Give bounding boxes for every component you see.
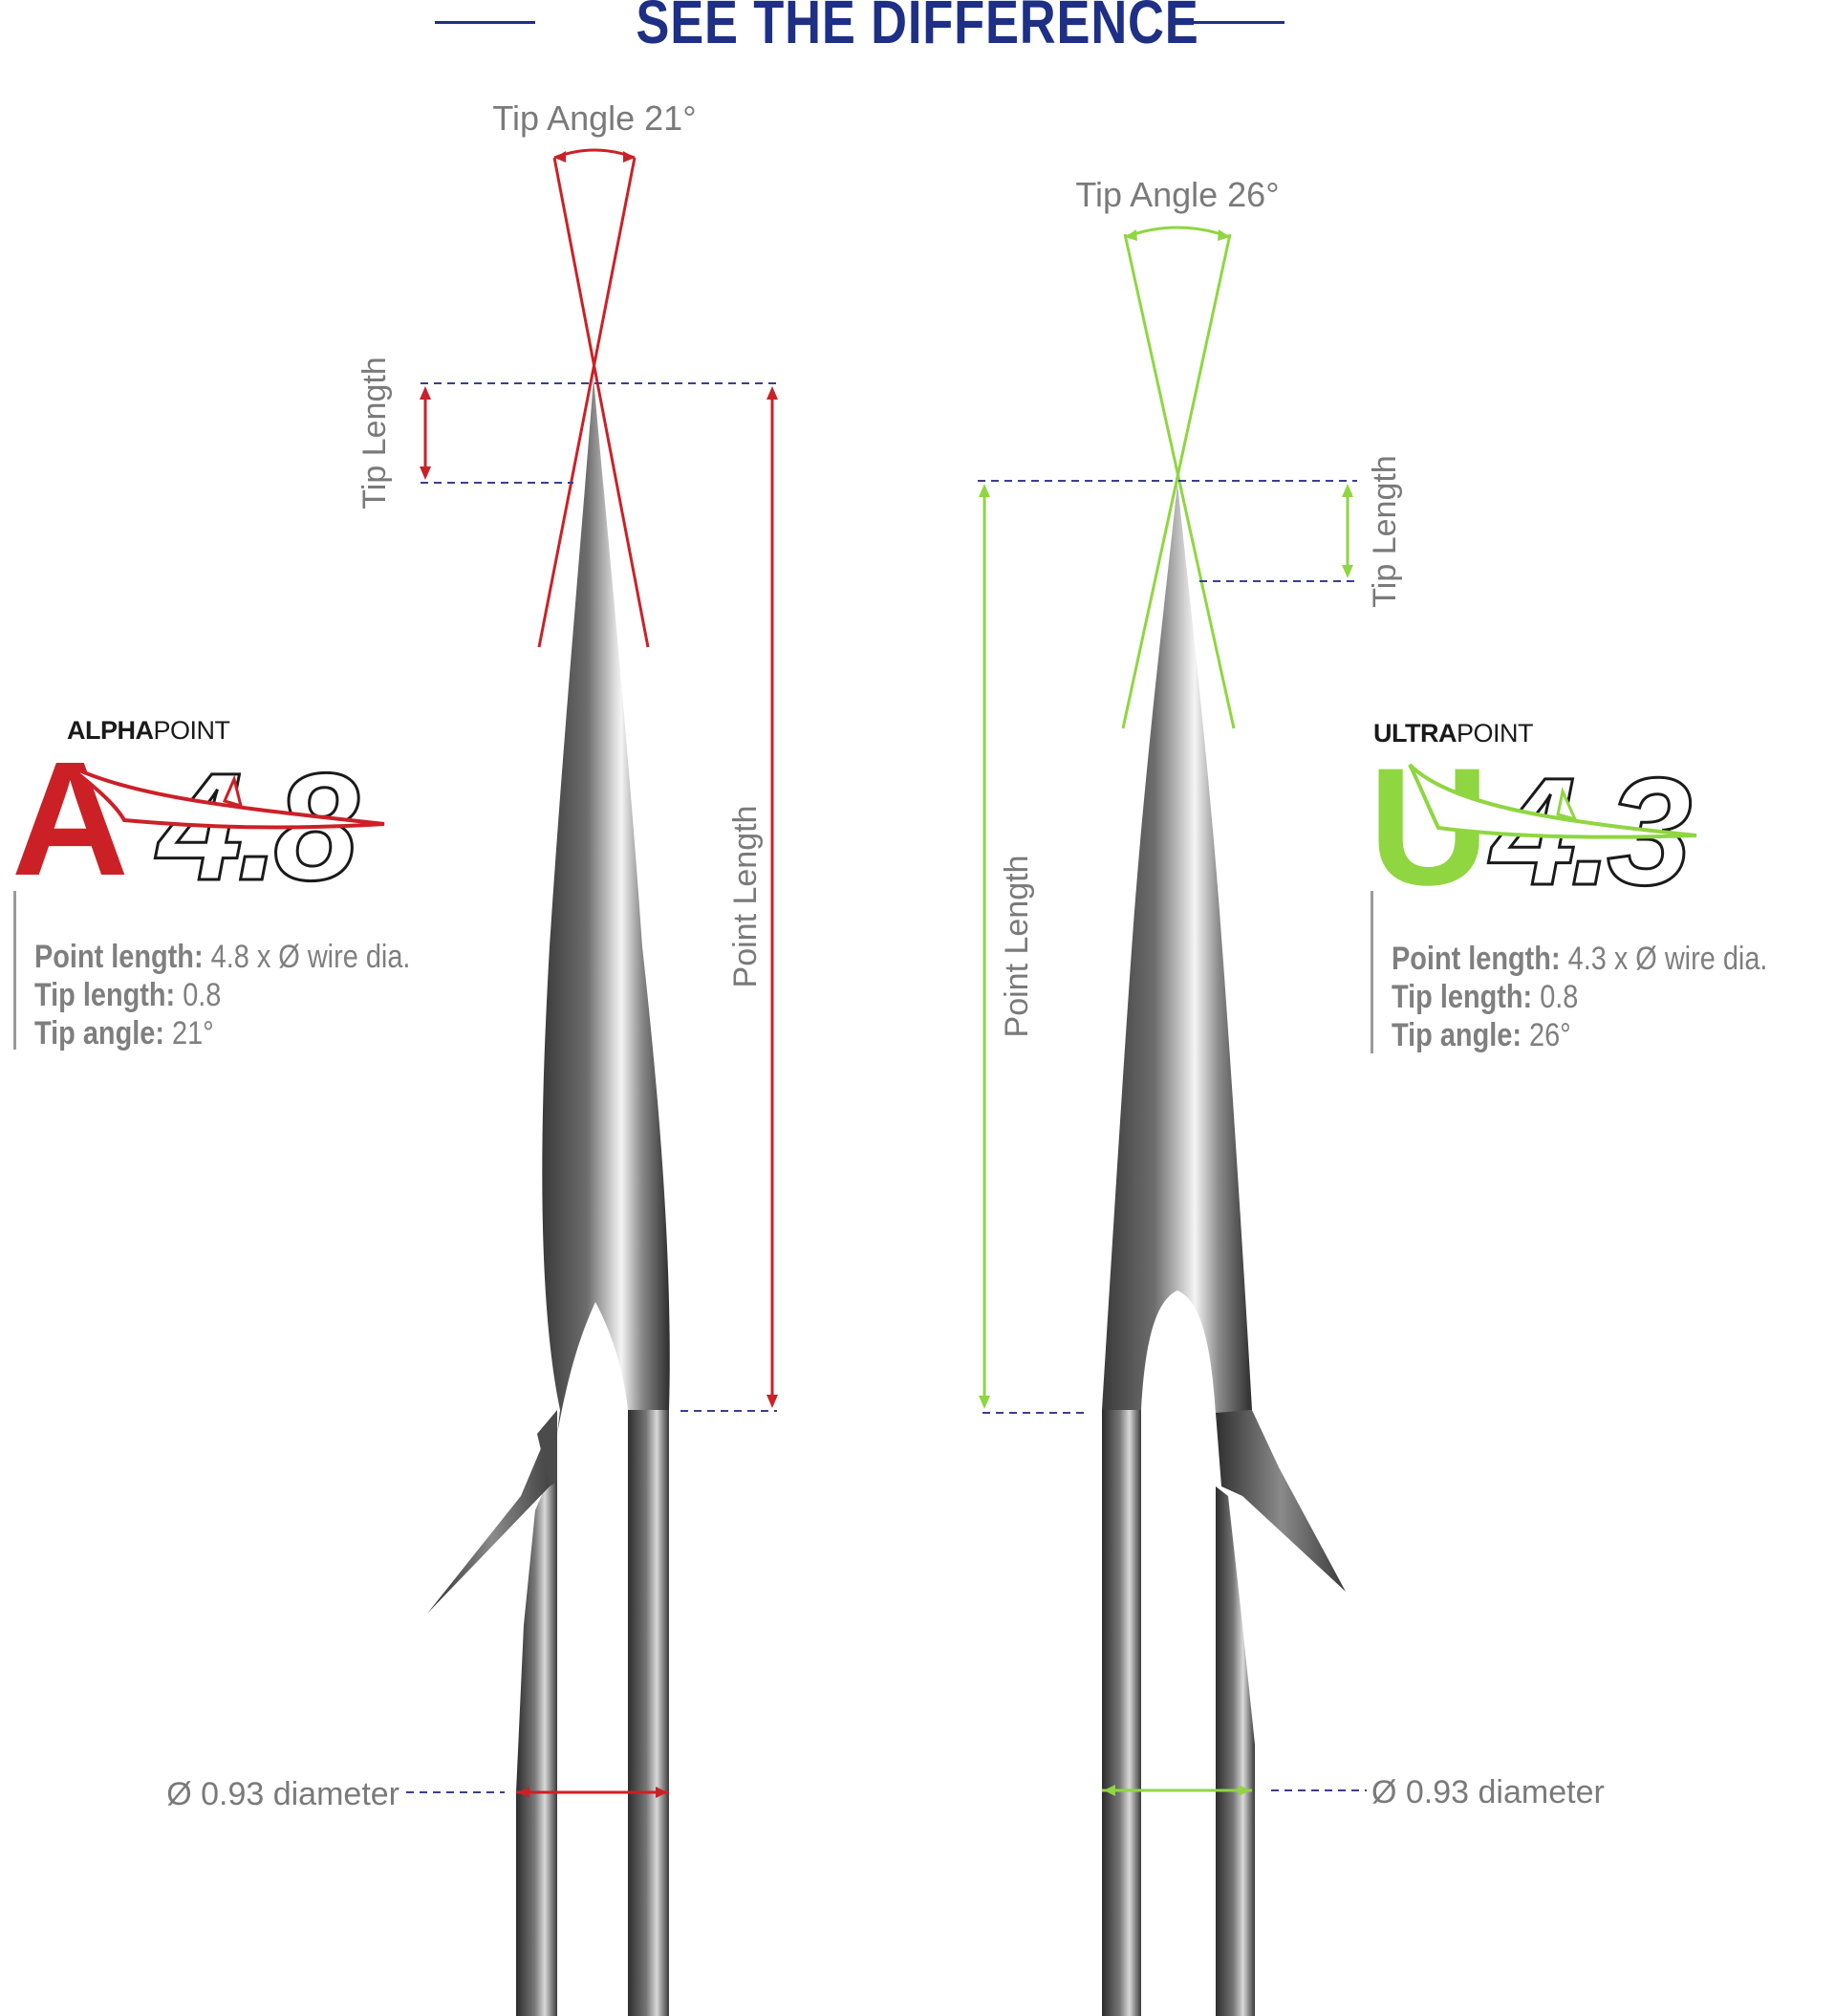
alpha-hook [427, 378, 670, 2016]
alpha-angle-line-1 [552, 157, 650, 648]
alpha-logo: ALPHAPOINT 4.8 A [11, 716, 385, 914]
alpha-tip-angle-label: Tip Angle 21° [492, 98, 696, 138]
ultra-spec-tip-angle: Tip angle: 26° [1392, 1017, 1571, 1053]
ultra-point-length-label: Point Length [999, 856, 1035, 1038]
alpha-logo-letter: A [11, 728, 129, 910]
ultra-wire-right [1216, 1486, 1255, 2016]
ultra-wire-left [1102, 1410, 1141, 2016]
title-rule-right [1181, 21, 1284, 24]
ultra-logo: ULTRAPOINT 4.3 U [1369, 719, 1698, 921]
page-title: SEE THE DIFFERENCE [636, 0, 1199, 56]
ultra-barb [1216, 1410, 1346, 1592]
alpha-wire-right [628, 1410, 669, 2016]
ultra-brand: ULTRAPOINT [1373, 719, 1533, 748]
alpha-point-hook-icon [65, 763, 385, 830]
ultra-diameter-label: Ø 0.93 diameter [1371, 1774, 1605, 1810]
ultra-spec-tip-length: Tip length: 0.8 [1392, 979, 1579, 1015]
alpha-point-body [542, 378, 670, 1434]
ultra-point-hook-icon [1408, 763, 1697, 839]
ultra-tip-angle-label: Tip Angle 26° [1075, 175, 1279, 214]
alpha-tip-length-label: Tip Length [356, 357, 393, 509]
alpha-barb-base [537, 1410, 557, 1486]
title-rule-left [435, 21, 535, 24]
ultra-hook [1102, 483, 1346, 2016]
alpha-angle-line-2 [537, 157, 637, 648]
ultra-spec-rule [1371, 891, 1373, 1053]
ultra-brand-light: POINT [1457, 719, 1533, 748]
ultra-brand-bold: ULTRA [1373, 719, 1457, 748]
alpha-diameter-label: Ø 0.93 diameter [166, 1776, 399, 1812]
ultra-spec-point-length: Point length: 4.3 x Ø wire dia. [1392, 941, 1768, 977]
alpha-specs: Point length: 4.8 x Ø wire dia. Tip leng… [34, 938, 410, 1052]
alpha-spec-tip-length: Tip length: 0.8 [34, 977, 222, 1013]
alpha-angle-arc [553, 148, 636, 160]
ultra-point-body [1102, 483, 1252, 1415]
ultra-angle-line-2 [1121, 233, 1232, 729]
alpha-spec-tip-angle: Tip angle: 21° [34, 1015, 214, 1051]
alpha-point-length-label: Point Length [727, 806, 764, 988]
alpha-brand-light: POINT [154, 716, 230, 745]
ultra-specs: Point length: 4.3 x Ø wire dia. Tip leng… [1392, 940, 1767, 1054]
alpha-spec-rule [13, 891, 16, 1050]
ultra-tip-length-label: Tip Length [1367, 455, 1403, 607]
alpha-wire-left-lower [516, 1792, 557, 2016]
alpha-brand: ALPHAPOINT [67, 716, 230, 745]
alpha-spec-point-length: Point length: 4.8 x Ø wire dia. [34, 939, 411, 975]
alpha-brand-bold: ALPHA [67, 716, 154, 745]
alpha-wire-left [516, 1434, 557, 1792]
ultra-angle-arc [1124, 226, 1231, 239]
